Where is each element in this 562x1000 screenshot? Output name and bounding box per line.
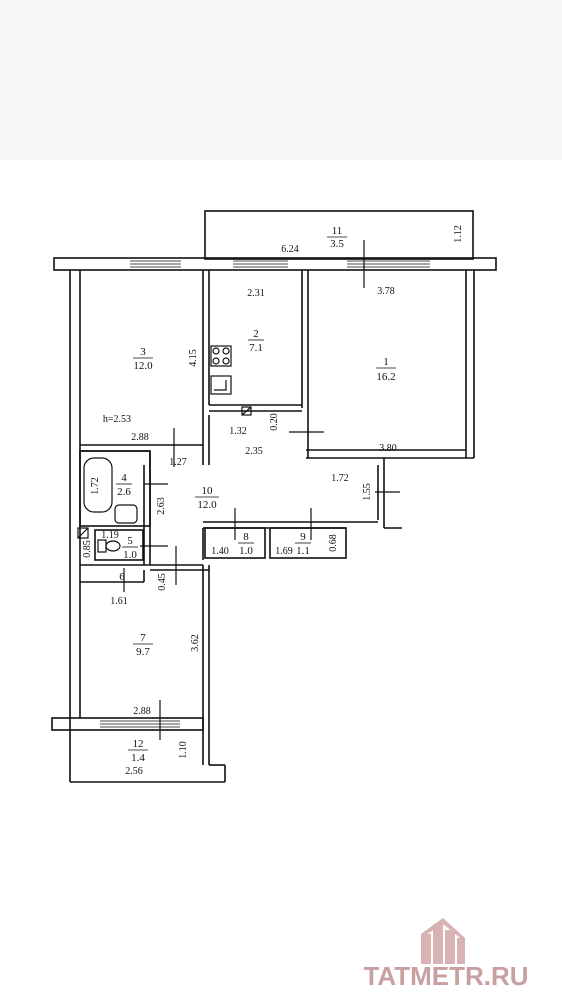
- svg-text:9.7: 9.7: [136, 646, 150, 658]
- dimension-label: 2.35: [245, 446, 263, 457]
- dimension-label: 1.69: [275, 546, 293, 557]
- watermark: TATMETR.RU: [363, 918, 529, 991]
- dimension-label: 0.68: [328, 534, 339, 552]
- svg-text:11: 11: [332, 225, 343, 237]
- svg-text:1.1: 1.1: [296, 545, 310, 557]
- dimension-label: 1.72: [331, 473, 349, 484]
- dimension-label: 1.61: [110, 596, 128, 607]
- fixtures: [77, 240, 400, 740]
- dimension-label: 0.85: [82, 540, 93, 558]
- wash-basin-icon: [114, 504, 138, 524]
- dimension-label: 2.63: [156, 497, 167, 515]
- room-label-10: 10 12.0: [195, 485, 219, 511]
- svg-text:7: 7: [140, 632, 146, 644]
- svg-text:4: 4: [121, 472, 127, 484]
- bathtub-icon: [83, 457, 113, 513]
- dimension-label: 2.88: [133, 706, 151, 717]
- room-label-2: 2 7.1: [248, 328, 264, 354]
- svg-text:16.2: 16.2: [376, 371, 395, 383]
- dimension-label: 0.20: [269, 413, 280, 431]
- dimension-label: 4.15: [188, 349, 199, 367]
- room-label-9: 9 1.1: [295, 531, 311, 557]
- dimension-label: 2.56: [125, 766, 143, 777]
- room-label-1: 1 16.2: [376, 356, 396, 383]
- svg-text:1.0: 1.0: [239, 545, 253, 557]
- dimension-label: h=2.53: [103, 414, 131, 425]
- svg-text:2.6: 2.6: [117, 486, 131, 498]
- room-label-6: 6: [119, 571, 125, 583]
- dimension-label: 1.32: [229, 426, 247, 437]
- dimension-label: 1.72: [90, 477, 101, 495]
- dimension-label: 1.10: [178, 741, 189, 759]
- walls: [51, 210, 497, 783]
- dimension-label: 1.12: [453, 225, 464, 243]
- dimension-label: 1.19: [101, 530, 119, 541]
- svg-text:10: 10: [202, 485, 214, 497]
- svg-text:2: 2: [253, 328, 259, 340]
- svg-text:12: 12: [133, 738, 144, 750]
- window-room1: [347, 260, 430, 268]
- svg-text:7.1: 7.1: [249, 342, 263, 354]
- svg-text:12.0: 12.0: [197, 499, 217, 511]
- dimension-label: 0.45: [157, 573, 168, 591]
- dimension-labels: 6.24 1.12 2.31 3.78 4.15 h=2.53 2.88 1.2…: [82, 225, 464, 777]
- room-label-3: 3 12.0: [133, 346, 153, 372]
- room-label-11: 11 3.5: [327, 225, 347, 250]
- svg-text:9: 9: [300, 531, 306, 543]
- kitchen-sink-icon: [210, 375, 232, 395]
- svg-text:12.0: 12.0: [133, 360, 153, 372]
- dimension-label: 1.27: [169, 457, 187, 468]
- room-labels: 1 16.2 2 7.1 3 12.0 4 2.6 5: [116, 225, 396, 764]
- svg-text:1.4: 1.4: [131, 752, 145, 764]
- watermark-text: TATMETR.RU: [363, 961, 528, 991]
- dimension-label: 3.80: [379, 443, 397, 454]
- svg-text:1.0: 1.0: [123, 549, 137, 561]
- svg-text:3: 3: [140, 346, 146, 358]
- svg-text:8: 8: [243, 531, 249, 543]
- svg-text:5: 5: [127, 535, 133, 547]
- facade-wall-bottom: [51, 717, 204, 731]
- stove-icon: [210, 345, 232, 367]
- dimension-label: 1.40: [211, 546, 229, 557]
- dimension-label: 6.24: [281, 244, 299, 255]
- room-label-12: 12 1.4: [128, 738, 148, 764]
- dimension-label: 2.31: [247, 288, 265, 299]
- svg-text:6: 6: [119, 571, 125, 583]
- window-room2: [233, 260, 288, 268]
- vent-shaft-icon: [77, 527, 89, 539]
- facade-wall-top: [53, 257, 497, 271]
- window-room3: [130, 260, 181, 268]
- dimension-label: 3.78: [377, 286, 395, 297]
- dimension-label: 3.62: [190, 634, 201, 652]
- room-label-7: 7 9.7: [133, 632, 153, 658]
- toilet-5-walls: [94, 529, 144, 561]
- room-label-8: 8 1.0: [238, 531, 254, 557]
- room-label-5: 5 1.0: [122, 535, 138, 561]
- svg-text:3.5: 3.5: [330, 238, 344, 250]
- toilet-icon: [97, 539, 121, 553]
- window-room7: [100, 720, 180, 728]
- closet-9-walls: [269, 527, 347, 559]
- vent-shaft-icon: [241, 406, 252, 416]
- dimension-label: 2.88: [131, 432, 149, 443]
- watermark-logo-icon: [421, 918, 465, 964]
- svg-text:1: 1: [383, 356, 389, 368]
- dimension-label: 1.55: [362, 483, 373, 501]
- top-blank-area: [0, 0, 562, 160]
- balcony-top: [204, 210, 474, 260]
- room-label-4: 4 2.6: [116, 472, 132, 498]
